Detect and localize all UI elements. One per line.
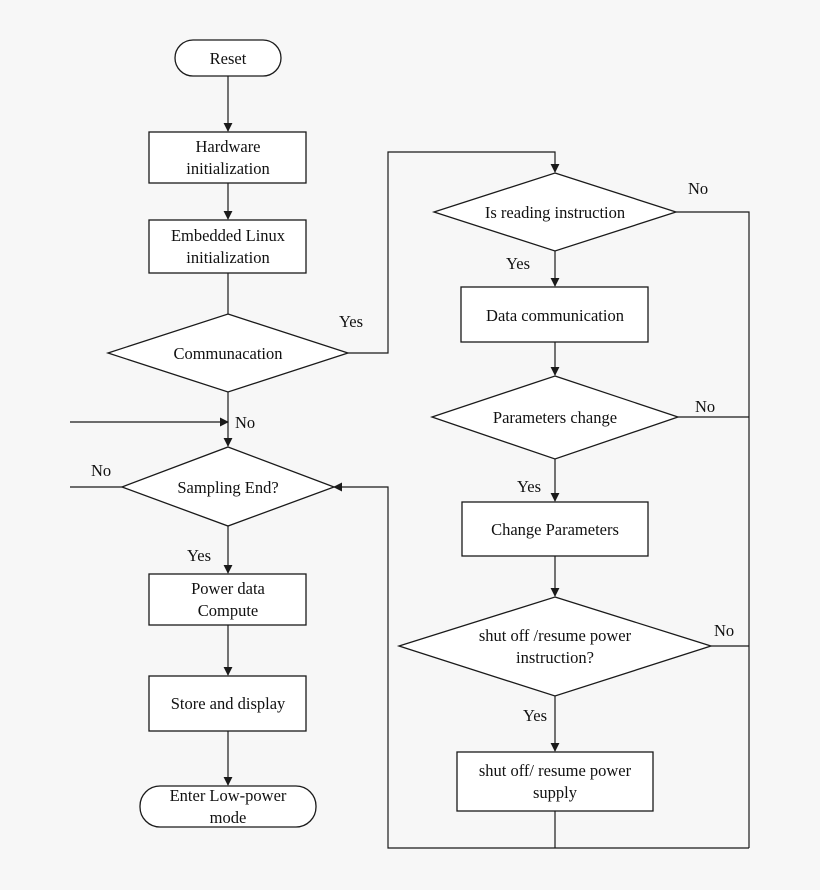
shutoff-instruction-label: shut off /resume power instruction? [479,626,632,667]
node-labels: Reset Hardware initialization Embedded Li… [170,49,632,827]
reading-instruction-decision [431,172,679,252]
store-display-label: Store and display [171,694,286,713]
label-line: Communacation [173,344,282,363]
label-line: Reset [210,49,247,68]
parameters-no-label: No [695,397,715,416]
label-line: Store and display [171,694,286,713]
reading-no-label: No [688,179,708,198]
sampling-no-left-label: No [91,461,111,480]
label-line: Enter Low-power [170,786,287,805]
sampling-end-label: Sampling End? [177,478,278,497]
power-compute-box [148,573,307,626]
label-line: supply [533,783,578,802]
communication-decision [105,313,351,393]
linux-init-box [148,219,307,274]
edge-reading-no-rail [676,211,750,848]
change-parameters-box [461,501,649,557]
hardware-init-box [148,131,307,184]
reading-instruction-label: Is reading instruction [485,203,625,222]
shapes [105,39,714,828]
edge-communication-yes-to-reading [348,151,560,354]
shutoff-instruction-decision [396,596,714,697]
label-line: Is reading instruction [485,203,625,222]
label-line: Hardware [195,137,260,156]
low-power-label: Enter Low-power mode [170,786,287,827]
label-line: instruction? [516,648,594,667]
label-line: Parameters change [493,408,617,427]
data-communication-box [460,286,649,343]
label-line: Power data [191,579,265,598]
label-line: mode [210,808,247,827]
shutoff-no-label: No [714,621,734,640]
store-display-box [148,675,307,732]
low-power-terminal [139,785,317,828]
parameters-change-decision [429,375,681,460]
label-line: initialization [186,159,269,178]
edge-return-to-sampling [333,482,749,849]
sampling-end-decision [120,446,336,527]
connectors [70,76,750,849]
reading-yes-label: Yes [506,254,530,273]
label-line: initialization [186,248,269,267]
change-parameters-label: Change Parameters [491,520,619,539]
parameters-change-label: Parameters change [493,408,617,427]
communication-label: Communacation [173,344,282,363]
label-line: Data communication [486,306,624,325]
edge-labels: Yes No No Yes No Yes No Yes No Yes [91,179,734,725]
sampling-no-top-label: No [235,413,255,432]
label-line: Change Parameters [491,520,619,539]
reset-label: Reset [210,49,247,68]
hardware-init-label: Hardware initialization [186,137,269,178]
data-communication-label: Data communication [486,306,624,325]
shutoff-supply-box [456,751,654,812]
label-line: Sampling End? [177,478,278,497]
label-line: Compute [198,601,259,620]
shutoff-supply-label: shut off/ resume power supply [479,761,632,802]
reset-terminal [174,39,282,77]
sampling-yes-label: Yes [187,546,211,565]
linux-init-label: Embedded Linux initialization [171,226,286,267]
label-line: Embedded Linux [171,226,286,245]
communication-yes-label: Yes [339,312,363,331]
label-line: shut off /resume power [479,626,632,645]
shutoff-yes-label: Yes [523,706,547,725]
label-line: shut off/ resume power [479,761,632,780]
parameters-yes-label: Yes [517,477,541,496]
